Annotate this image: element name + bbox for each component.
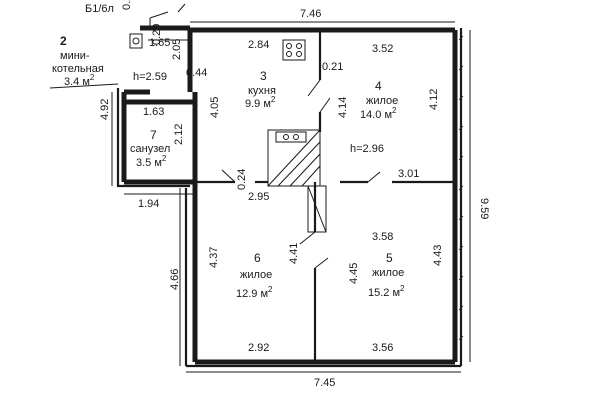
dim-left-main: 4.66 (169, 269, 181, 290)
dim-label: 2.84 (248, 39, 269, 51)
room-6-number: 6 (254, 251, 261, 265)
door-swing (314, 257, 329, 269)
dim-annex-bottom: 1.94 (138, 198, 159, 210)
sheet-ref-label: Б1/6л (85, 3, 114, 15)
boiler-icon (129, 33, 143, 49)
room-3-area: 9.9 м2 (245, 95, 276, 110)
dim-label: 1.63 (143, 106, 164, 118)
room-5-area: 15.2 м2 (368, 284, 405, 299)
dim-label: 1.65 (149, 37, 170, 49)
wall-hatching (184, 28, 464, 368)
dim-label: 0.21 (322, 61, 343, 73)
dim-label: 4.45 (348, 263, 360, 284)
door-swing (319, 97, 331, 113)
dim-label: 4.41 (288, 243, 300, 264)
dim-annex-left: 4.92 (99, 99, 111, 120)
door-swing (299, 231, 316, 245)
door-swing (367, 171, 381, 183)
dim-label: 3.52 (372, 43, 393, 55)
room-2-name: мини- (60, 50, 90, 62)
gas-stove-icon (282, 39, 306, 61)
door-swing (307, 79, 321, 97)
dim-right-overall: 9.59 (478, 198, 490, 219)
room-3-name: кухня (248, 85, 276, 97)
dim-label: 2.92 (248, 342, 269, 354)
dim-label: 4.37 (208, 247, 220, 268)
dim-label: 2.12 (173, 124, 185, 145)
dim-top-overall: 7.46 (300, 8, 321, 20)
room-labels: 2 мини- котельная 3.4 м2 3 кухня 9.9 м2 … (52, 34, 405, 300)
dim-label: 4.43 (432, 245, 444, 266)
dim-label: 0.24 (236, 169, 248, 190)
annex-ext-line (116, 88, 190, 188)
dim-label: 0.29 (121, 0, 133, 10)
dim-label: 2.05 (171, 39, 183, 60)
dim-label: 4.14 (337, 97, 349, 118)
room-5-number: 5 (386, 251, 393, 265)
interior-walls (195, 30, 455, 362)
room-4-number: 4 (375, 79, 382, 93)
dim-label: 4.05 (209, 97, 221, 118)
dim-label: 0.29 (151, 24, 163, 45)
dim-label: 4.12 (428, 89, 440, 110)
annex-door (149, 3, 186, 28)
dim-label: 3.56 (372, 342, 393, 354)
ceiling-height-main: h=2.96 (350, 143, 384, 155)
dim-label: 3.58 (372, 231, 393, 243)
room-4-area: 14.0 м2 (360, 106, 397, 121)
exterior-walls (116, 25, 458, 365)
ceiling-height-annex: h=2.59 (133, 71, 167, 83)
room-2-number: 2 (60, 34, 67, 48)
room-6-name: жилое (240, 269, 272, 281)
room-7-number: 7 (150, 128, 157, 142)
dimension-lines (49, 21, 471, 373)
dimension-labels: Б1/6л 0.29 7.46 0.29 1.65 2.05 2.84 3.52… (85, 0, 490, 389)
room-4-name: жилое (366, 95, 398, 107)
room-3-number: 3 (260, 69, 267, 83)
dim-bottom-overall: 7.45 (314, 377, 335, 389)
dim-label: 2.95 (248, 191, 269, 203)
door-swing (221, 169, 236, 183)
room-7-area: 3.5 м2 (136, 154, 167, 169)
room-2-name: котельная (52, 63, 104, 75)
room-5-name: жилое (372, 267, 404, 279)
stove (267, 129, 327, 233)
room-2-area: 3.4 м2 (64, 73, 95, 88)
room-7-name: санузел (130, 143, 170, 155)
room-6-area: 12.9 м2 (236, 285, 273, 300)
dim-label: 0.44 (186, 67, 207, 79)
dim-label: 3.01 (398, 168, 419, 180)
